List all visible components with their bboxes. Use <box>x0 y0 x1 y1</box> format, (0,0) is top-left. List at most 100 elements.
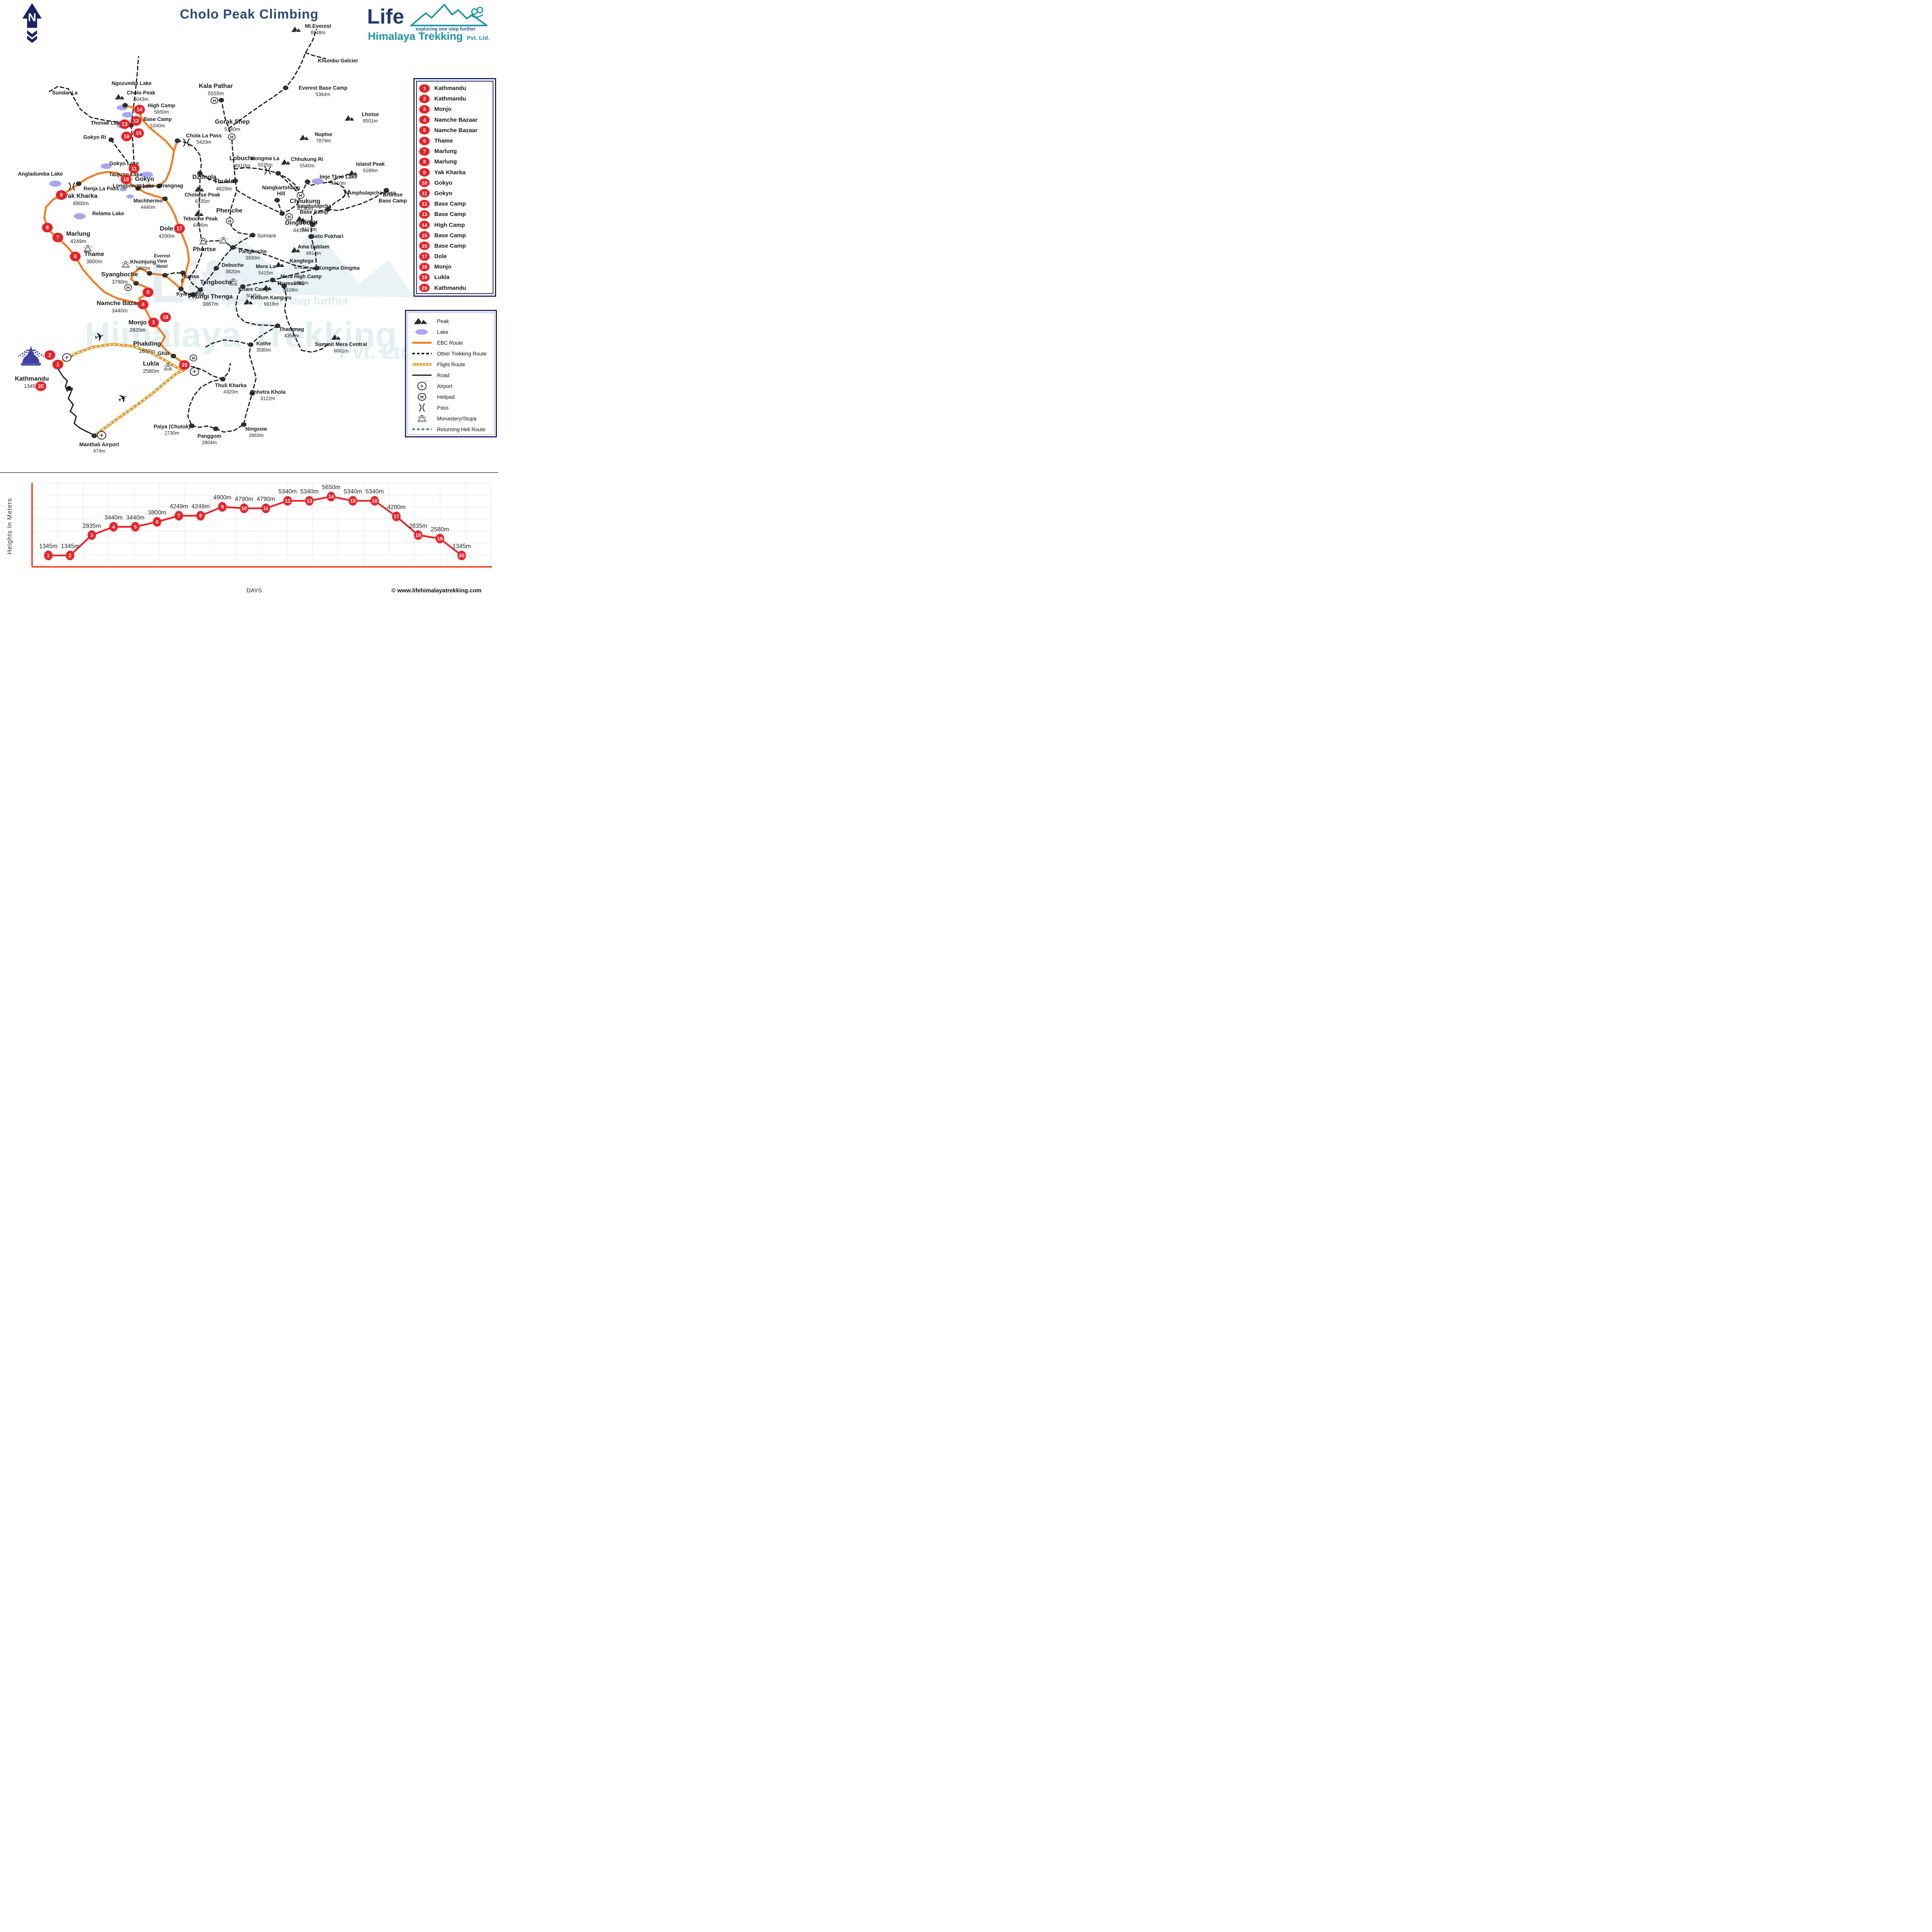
svg-text:17: 17 <box>394 514 399 519</box>
place-elevation: 5340m <box>150 123 165 128</box>
svg-text:Hotel: Hotel <box>156 264 168 269</box>
trekking-route <box>232 247 317 269</box>
route-node-dot <box>220 377 226 382</box>
peak-icon <box>299 134 310 141</box>
lake <box>126 194 134 199</box>
itinerary-day-label: Marlung <box>434 158 457 165</box>
route-node-dot <box>213 266 219 271</box>
svg-text:Pangboche: Pangboche <box>239 248 267 254</box>
chart-point-label: 3440m <box>126 514 144 521</box>
svg-text:Lhotse: Lhotse <box>362 112 379 117</box>
place-elevation: 6495m <box>193 223 207 228</box>
place-label: Renja La Pass <box>83 185 119 191</box>
svg-text:18: 18 <box>163 315 169 320</box>
route-node-dot <box>308 234 314 239</box>
stupa-icon <box>163 363 172 371</box>
route-node-dot <box>147 271 152 276</box>
watermark-tagline: exploring one step further <box>214 295 349 307</box>
svg-text:Angladumba Lake: Angladumba Lake <box>18 171 63 177</box>
svg-text:4: 4 <box>141 302 145 308</box>
route-node-dot <box>274 198 280 203</box>
svg-text:Panggom: Panggom <box>197 433 221 439</box>
svg-text:✈: ✈ <box>65 355 69 361</box>
chart-point-label: 2835m <box>409 523 427 529</box>
place-elevation: 3867m <box>202 301 218 307</box>
svg-text:13: 13 <box>122 121 128 127</box>
place-elevation: 6043m <box>134 97 148 102</box>
svg-text:2: 2 <box>69 553 71 558</box>
svg-text:Ngozumba Lake: Ngozumba Lake <box>112 80 152 86</box>
svg-text:Cholo Peak: Cholo Peak <box>127 90 155 95</box>
trekking-route <box>305 52 326 60</box>
place-elevation: 2730m <box>165 430 179 436</box>
svg-text:Mera High Camp: Mera High Camp <box>281 274 322 279</box>
route-node-dot <box>162 273 168 278</box>
place-elevation: 5535m <box>258 162 272 168</box>
svg-text:Seto Pokhari: Seto Pokhari <box>311 233 344 239</box>
svg-text:Thukla: Thukla <box>214 178 234 185</box>
trekking-route <box>277 172 301 196</box>
logo-company: Himalaya Trekking <box>368 30 463 42</box>
peak-icon <box>194 211 204 216</box>
day-marker-18: 18 <box>160 312 171 322</box>
svg-text:Imje Thso Lake: Imje Thso Lake <box>320 174 357 180</box>
itinerary-day-label: Lukla <box>434 274 450 281</box>
svg-text:H: H <box>192 356 195 361</box>
svg-text:Tengboche: Tengboche <box>200 279 233 286</box>
route-node-dot <box>250 233 256 238</box>
place-elevation: 6189m <box>363 168 378 173</box>
pass-icon <box>68 182 75 191</box>
lake-legend-icon <box>410 327 434 337</box>
svg-text:15: 15 <box>136 130 142 136</box>
peak-icon <box>195 186 205 192</box>
svg-text:Thonak Lake: Thonak Lake <box>91 120 123 126</box>
trek-legend-icon <box>410 349 434 358</box>
itinerary-day-label: Base Camp <box>434 242 466 249</box>
place-label: Paiya (Chutok)2730m <box>154 423 190 436</box>
svg-text:Lukla: Lukla <box>143 361 159 367</box>
legend-label: Lake <box>437 329 449 335</box>
svg-text:Phortse: Phortse <box>193 246 216 253</box>
place-elevation: 5420m <box>196 139 211 145</box>
place-elevation: 2835m <box>129 327 145 333</box>
svg-text:Island Peak: Island Peak <box>356 161 385 167</box>
trekking-route <box>177 140 236 184</box>
svg-text:11: 11 <box>131 166 137 172</box>
svg-text:6: 6 <box>74 253 77 259</box>
chart-point-label: 5340m <box>344 488 362 495</box>
svg-text:Summit Mera Central: Summit Mera Central <box>315 342 367 347</box>
place-elevation: 4730m <box>297 206 313 211</box>
trekking-route <box>187 325 279 433</box>
legend-label: Flight Route <box>437 361 465 367</box>
route-node-dot <box>270 277 276 282</box>
trekking-route <box>49 86 132 126</box>
place-elevation: 6783m <box>294 265 309 270</box>
svg-text:H: H <box>287 215 291 219</box>
svg-text:Machhermo: Machhermo <box>133 198 163 204</box>
lake <box>122 112 133 118</box>
trekking-route <box>188 250 204 279</box>
place-elevation: 5364m <box>316 92 330 97</box>
day-marker-11: 11 <box>129 163 140 173</box>
day-marker-15: 15 <box>133 128 144 138</box>
